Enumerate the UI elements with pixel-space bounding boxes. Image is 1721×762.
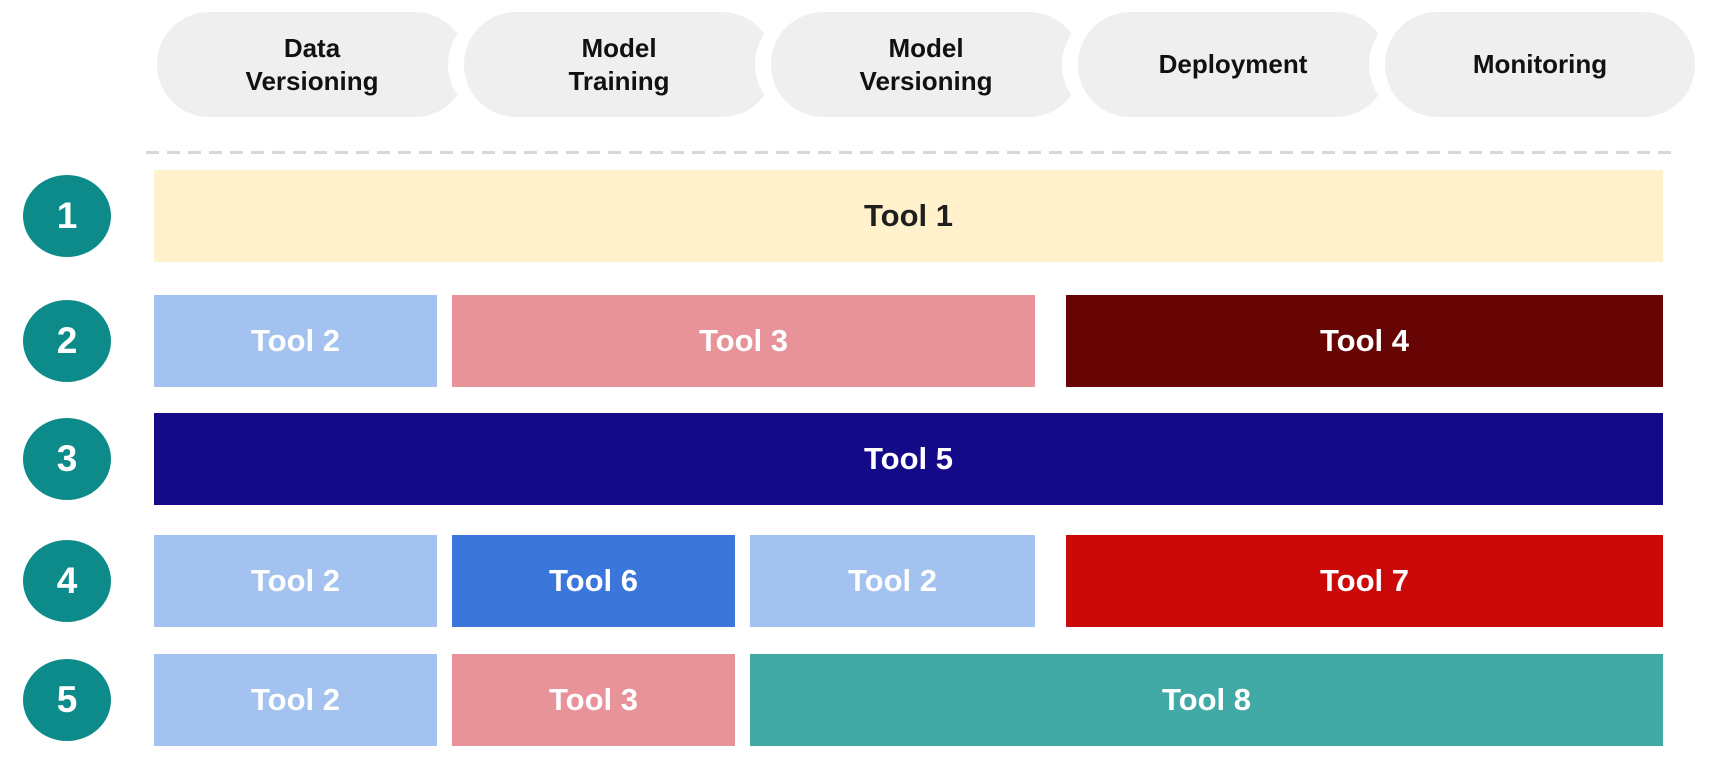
step-badge-2: 2 bbox=[23, 300, 111, 382]
step-badge-3: 3 bbox=[23, 418, 111, 500]
step-badge-5: 5 bbox=[23, 659, 111, 741]
tool-bar-label: Tool 2 bbox=[251, 682, 340, 717]
step-badge-1: 1 bbox=[23, 175, 111, 257]
tool-bar-tool3: Tool 3 bbox=[452, 654, 735, 746]
tool-bar-tool6: Tool 6 bbox=[452, 535, 735, 627]
step-number: 1 bbox=[56, 195, 78, 236]
tool-bar-tool2: Tool 2 bbox=[154, 295, 437, 387]
tool-bar-tool5: Tool 5 bbox=[154, 413, 1663, 505]
stage-label-line: Versioning bbox=[859, 65, 993, 96]
tool-bar-tool1: Tool 1 bbox=[154, 170, 1663, 262]
tool-bar-label: Tool 2 bbox=[251, 323, 340, 358]
step-number: 3 bbox=[56, 438, 78, 479]
tool-bar-tool2: Tool 2 bbox=[750, 535, 1035, 627]
stage-label-line: Monitoring bbox=[1472, 49, 1608, 79]
stage-label-line: Model bbox=[888, 32, 964, 63]
tool-bar-label: Tool 8 bbox=[1162, 682, 1251, 717]
stage-pill-monitoring: Monitoring bbox=[1385, 12, 1695, 117]
tool-bar-label: Tool 1 bbox=[864, 198, 953, 233]
tool-bar-label: Tool 3 bbox=[549, 682, 638, 717]
stage-pill-model-versioning: Model Versioning bbox=[771, 12, 1081, 117]
stage-label-line: Training bbox=[568, 65, 670, 96]
tool-bar-tool2: Tool 2 bbox=[154, 535, 437, 627]
stage-label-line: Model bbox=[581, 32, 657, 63]
dashed-divider bbox=[146, 151, 1676, 154]
step-number: 4 bbox=[56, 560, 78, 601]
tool-bar-tool3: Tool 3 bbox=[452, 295, 1035, 387]
tool-bar-label: Tool 6 bbox=[549, 563, 638, 598]
tool-bar-label: Tool 3 bbox=[699, 323, 788, 358]
stage-label-line: Versioning bbox=[245, 65, 379, 96]
tool-bar-tool8: Tool 8 bbox=[750, 654, 1663, 746]
stage-label-line: Deployment bbox=[1158, 49, 1308, 79]
tool-bar-label: Tool 7 bbox=[1320, 563, 1409, 598]
tool-bar-tool4: Tool 4 bbox=[1066, 295, 1663, 387]
tool-bar-label: Tool 4 bbox=[1320, 323, 1409, 358]
step-badge-4: 4 bbox=[23, 540, 111, 622]
stage-label-line: Data bbox=[283, 32, 341, 63]
stage-pill-model-training: Model Training bbox=[464, 12, 774, 117]
tool-bar-tool2: Tool 2 bbox=[154, 654, 437, 746]
step-number: 5 bbox=[56, 679, 78, 720]
stage-pill-data-versioning: Data Versioning bbox=[157, 12, 467, 117]
tool-bar-label: Tool 2 bbox=[848, 563, 937, 598]
tool-bar-tool7: Tool 7 bbox=[1066, 535, 1663, 627]
tool-bar-label: Tool 5 bbox=[864, 441, 953, 476]
stage-pill-deployment: Deployment bbox=[1078, 12, 1388, 117]
step-number: 2 bbox=[56, 320, 78, 361]
tool-bar-label: Tool 2 bbox=[251, 563, 340, 598]
